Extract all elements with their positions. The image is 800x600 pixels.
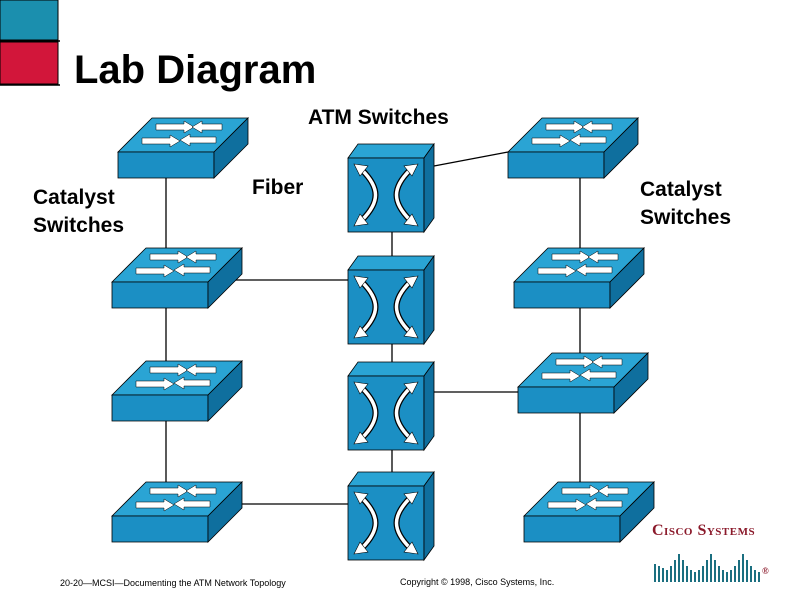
fiber-label: Fiber — [252, 176, 304, 199]
link-atm-1-to-cat-right-1 — [433, 151, 509, 167]
catalyst-switch-right-4 — [523, 481, 655, 543]
registered-mark: ® — [762, 566, 770, 576]
catalyst-switches-right-label: Catalyst Switches — [640, 176, 731, 232]
red-accent-block — [0, 41, 59, 85]
catalyst-switches-left-label: Catalyst Switches — [33, 184, 124, 240]
footer-course-text: 20-20—MCSI—Documenting the ATM Network T… — [60, 578, 286, 588]
catalyst-left-line2: Switches — [33, 214, 125, 237]
catalyst-switch-right-2 — [513, 247, 645, 309]
catalyst-switch-right-3 — [517, 352, 649, 414]
corner-accent-blocks — [0, 0, 60, 86]
atm-switch-2 — [348, 256, 434, 344]
cisco-systems-logo — [650, 520, 770, 586]
slide-title: Lab Diagram — [74, 48, 317, 92]
footer-copyright: Copyright © 1998, Cisco Systems, Inc. — [400, 577, 555, 587]
catalyst-switch-right-1 — [507, 117, 639, 179]
catalyst-right-line2: Switches — [640, 206, 732, 229]
catalyst-switch-left-1 — [117, 117, 249, 179]
cisco-logo-text: Cisco Systems — [652, 522, 756, 539]
atm-switches-label: ATM Switches — [308, 106, 449, 129]
catalyst-right-line1: Catalyst — [640, 178, 722, 201]
catalyst-switch-left-2 — [111, 247, 243, 309]
atm-switch-3 — [348, 362, 434, 450]
cisco-bridge-bars-icon — [654, 554, 760, 582]
atm-switch-1 — [348, 144, 434, 232]
catalyst-left-line1: Catalyst — [33, 186, 115, 209]
catalyst-switch-left-3 — [111, 360, 243, 422]
catalyst-switch-left-4 — [111, 481, 243, 543]
cisco-logo-wordmark: Cisco Systems ® — [652, 522, 769, 576]
atm-switch-4 — [348, 472, 434, 560]
teal-accent-block — [0, 0, 59, 41]
